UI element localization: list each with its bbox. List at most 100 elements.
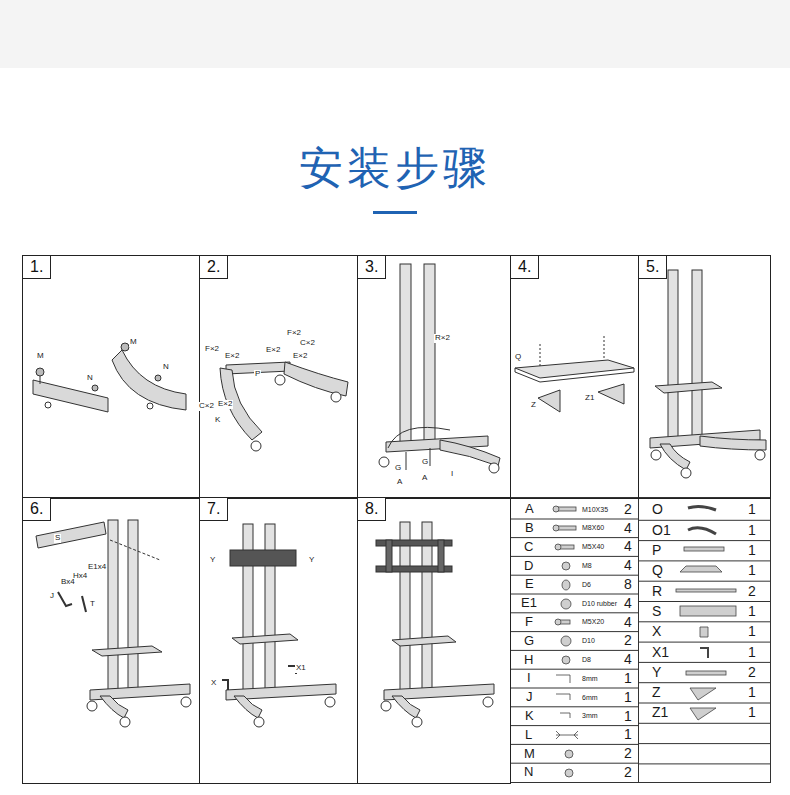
table-cell: J	[526, 690, 533, 704]
callout-letter: A	[421, 474, 428, 483]
step-number: 3.	[358, 256, 386, 279]
page-title: 安装步骤	[299, 144, 491, 192]
table-cell: X	[652, 624, 661, 639]
table-cell: 6mm	[582, 694, 598, 702]
table-cell: 2	[624, 765, 632, 780]
table-cell: 1	[624, 709, 632, 724]
parts-table-grid	[510, 497, 771, 783]
table-cell: B	[525, 521, 534, 535]
callout-letter: M	[36, 352, 45, 361]
callout-letter: N	[162, 363, 170, 372]
step-panel: 6.	[22, 497, 200, 784]
callout-letter: E×2	[217, 400, 233, 409]
callout-letter: X1	[295, 664, 307, 673]
table-cell: 2	[624, 633, 632, 648]
step-number: 5.	[639, 256, 667, 279]
table-cell: O	[652, 502, 663, 517]
step-panel: 5.	[638, 255, 771, 499]
table-cell: 1	[748, 563, 756, 578]
table-cell: D6	[582, 581, 591, 589]
step-number: 8.	[358, 498, 386, 521]
table-cell: M5X40	[582, 543, 604, 551]
table-cell: S	[652, 604, 661, 619]
table-cell: N	[524, 765, 533, 779]
table-cell: 8	[624, 577, 632, 592]
table-cell: D	[524, 559, 533, 573]
step-panel: 7.	[199, 497, 358, 784]
callout-letter: G	[394, 464, 402, 473]
table-cell: 2	[748, 584, 756, 599]
callout-letter: Z1	[584, 394, 595, 403]
table-cell: M	[524, 747, 535, 761]
table-cell: 1	[748, 604, 756, 619]
table-cell: 1	[748, 543, 756, 558]
table-cell: 1	[624, 671, 632, 686]
table-cell: 2	[624, 502, 632, 517]
table-cell: 1	[624, 690, 632, 705]
table-cell: I	[527, 671, 531, 685]
table-cell: D8	[582, 656, 591, 664]
step-number: 7.	[200, 498, 228, 521]
table-cell: A	[525, 502, 534, 516]
table-cell: M8	[582, 562, 592, 570]
callout-letter: E×2	[224, 352, 240, 361]
table-cell: E	[525, 577, 534, 591]
callout-letter: J	[49, 592, 55, 601]
table-cell: 4	[624, 539, 632, 554]
table-cell: 1	[748, 502, 756, 517]
table-cell: 8mm	[582, 675, 598, 683]
callout-letter: M	[129, 338, 138, 347]
callout-letter: F×2	[204, 345, 220, 354]
table-cell: G	[524, 634, 534, 648]
table-cell: 1	[748, 705, 756, 720]
table-cell: C	[524, 540, 533, 554]
callout-letter: C×2	[198, 402, 215, 411]
table-cell: M10X35	[582, 506, 608, 514]
table-cell: F	[525, 615, 533, 629]
step-panel: 2.	[199, 255, 358, 499]
callout-letter: I	[450, 470, 454, 479]
callout-letter: E1x4	[87, 563, 107, 572]
table-cell: 4	[624, 596, 632, 611]
table-cell: 3mm	[582, 712, 598, 720]
table-cell: L	[525, 728, 532, 742]
table-cell: D10 rubber	[582, 600, 617, 608]
table-cell: Q	[652, 563, 663, 578]
callout-letter: K	[214, 416, 221, 425]
step-number: 2.	[200, 256, 228, 279]
table-cell: 1	[748, 685, 756, 700]
table-cell: Y	[652, 665, 661, 680]
callout-letter: F×2	[286, 329, 302, 338]
table-cell: 2	[748, 665, 756, 680]
step-panel: 1.	[22, 255, 200, 499]
table-cell: X1	[652, 645, 669, 660]
callout-letter: P	[254, 370, 261, 379]
step-number: 4.	[511, 256, 539, 279]
table-cell: 1	[748, 624, 756, 639]
table-cell: H	[524, 653, 533, 667]
callout-letter: T	[89, 600, 96, 609]
callout-letter: Bx4	[60, 578, 76, 587]
table-cell: O1	[652, 523, 671, 538]
step-panel: 4.	[510, 255, 639, 499]
table-cell: K	[525, 709, 534, 723]
part-icons	[553, 506, 736, 777]
callout-letter: G	[421, 458, 429, 467]
step-panel: 8.	[357, 497, 511, 784]
callout-letter: E×2	[265, 346, 281, 355]
stand-drawings	[33, 264, 766, 727]
table-cell: 1	[748, 645, 756, 660]
step-panel: 3.	[357, 255, 511, 499]
callout-letter: Z	[530, 401, 537, 410]
callout-letter: Y	[209, 556, 216, 565]
table-cell: 4	[624, 652, 632, 667]
table-cell: 2	[624, 746, 632, 761]
callout-letter: Y	[308, 556, 315, 565]
table-cell: 4	[624, 558, 632, 573]
callout-letter: C×2	[299, 339, 316, 348]
callout-letter: E×2	[292, 352, 308, 361]
table-cell: Z	[652, 685, 661, 700]
table-cell: P	[652, 543, 661, 558]
